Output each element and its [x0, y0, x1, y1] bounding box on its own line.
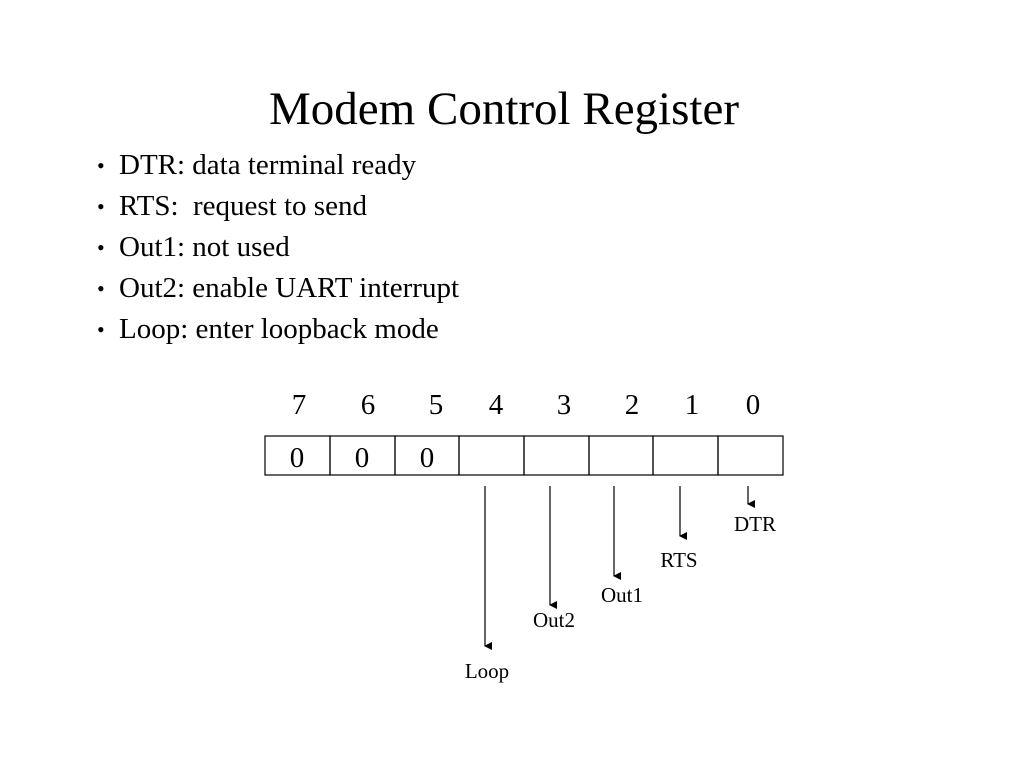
- register-cell-2: [588, 435, 654, 476]
- bullet-text: Out2: enable UART interrupt: [119, 272, 460, 304]
- bullet-list: • DTR: data terminal ready • RTS: request …: [97, 145, 459, 350]
- signal-arrows: [484, 486, 755, 650]
- register-cell-values: 0 0 0: [290, 442, 435, 474]
- slide-title: Modem Control Register: [269, 83, 739, 135]
- bullet-item-out1: • Out1: not used: [97, 227, 459, 268]
- bit-number-4: 4: [489, 389, 504, 421]
- bit-number-3: 3: [557, 389, 572, 421]
- cell-value-5: 0: [420, 442, 435, 474]
- bit-number-2: 2: [625, 389, 640, 421]
- bullet-item-dtr: • DTR: data terminal ready: [97, 145, 459, 186]
- cell-value-6: 0: [355, 442, 370, 474]
- bullet-dot-icon: •: [97, 194, 105, 219]
- register-cell-3: [523, 435, 590, 476]
- bit-number-row: 7 6 5 4 3 2 1 0: [292, 389, 761, 421]
- bit-number-1: 1: [685, 389, 700, 421]
- label-dtr: DTR: [734, 512, 776, 536]
- bullet-item-out2: • Out2: enable UART interrupt: [97, 268, 459, 309]
- bullet-text: RTS: request to send: [119, 190, 367, 222]
- register-cell-4: [458, 435, 525, 476]
- label-loop: Loop: [465, 659, 509, 683]
- bullet-dot-icon: •: [97, 153, 105, 178]
- bit-number-5: 5: [429, 389, 444, 421]
- label-out1: Out1: [601, 583, 643, 607]
- bullet-item-rts: • RTS: request to send: [97, 186, 459, 227]
- bullet-dot-icon: •: [97, 276, 105, 301]
- register-cells: [264, 435, 784, 476]
- bit-number-0: 0: [746, 389, 761, 421]
- bit-number-6: 6: [361, 389, 376, 421]
- register-cell-1: [652, 435, 719, 476]
- bullet-dot-icon: •: [97, 235, 105, 260]
- bullet-text: Loop: enter loopback mode: [119, 313, 439, 345]
- label-rts: RTS: [660, 548, 697, 572]
- bullet-text: Out1: not used: [119, 231, 290, 263]
- register-cell-0: [717, 435, 784, 476]
- bullet-text: DTR: data terminal ready: [119, 149, 417, 181]
- bit-number-7: 7: [292, 389, 307, 421]
- cell-value-7: 0: [290, 442, 305, 474]
- label-out2: Out2: [533, 608, 575, 632]
- bullet-dot-icon: •: [97, 317, 105, 342]
- signal-labels: Loop Out2 Out1 RTS DTR: [465, 512, 776, 683]
- bullet-item-loop: • Loop: enter loopback mode: [97, 309, 459, 350]
